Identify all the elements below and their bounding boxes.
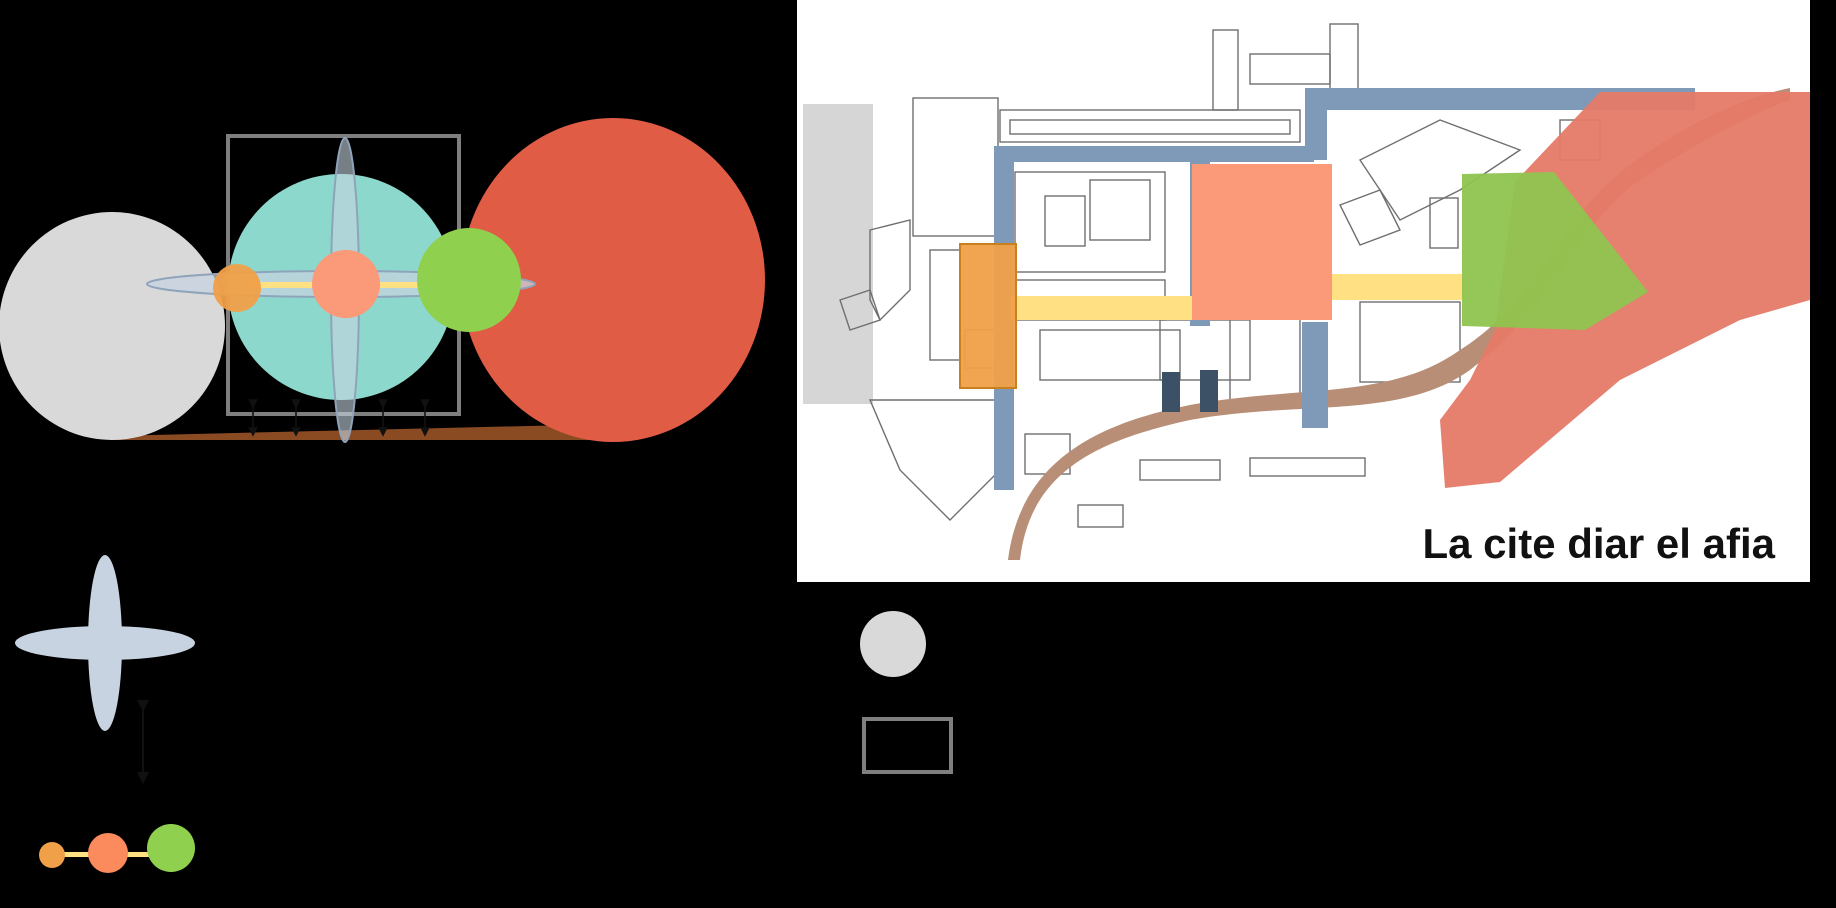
map-orange-block	[959, 243, 1017, 389]
red-zone-circle	[461, 118, 765, 442]
map-grey-block	[803, 104, 873, 404]
legend	[15, 555, 953, 873]
node-chain-icon	[39, 824, 195, 873]
map-dark-block	[1162, 372, 1180, 412]
map-dark-block	[1200, 370, 1218, 412]
map-salmon-center	[1192, 164, 1332, 320]
orange-node	[213, 264, 261, 312]
green-node	[417, 228, 521, 332]
site-map-panel	[797, 0, 1810, 582]
concept-diagram	[0, 118, 765, 443]
salmon-center-node	[312, 250, 380, 318]
grey-zone-circle	[0, 212, 225, 440]
grey-circle-icon	[860, 611, 926, 677]
cross-axis-icon	[15, 555, 195, 731]
road-band	[110, 424, 610, 440]
map-green-zone	[1462, 172, 1648, 330]
grey-rectangle-icon	[862, 717, 953, 774]
map-caption: La cite diar el afia	[1423, 520, 1776, 567]
map-yellow-link	[1010, 296, 1200, 320]
access-arrows	[248, 399, 430, 437]
map-yellow-link	[1330, 274, 1465, 300]
